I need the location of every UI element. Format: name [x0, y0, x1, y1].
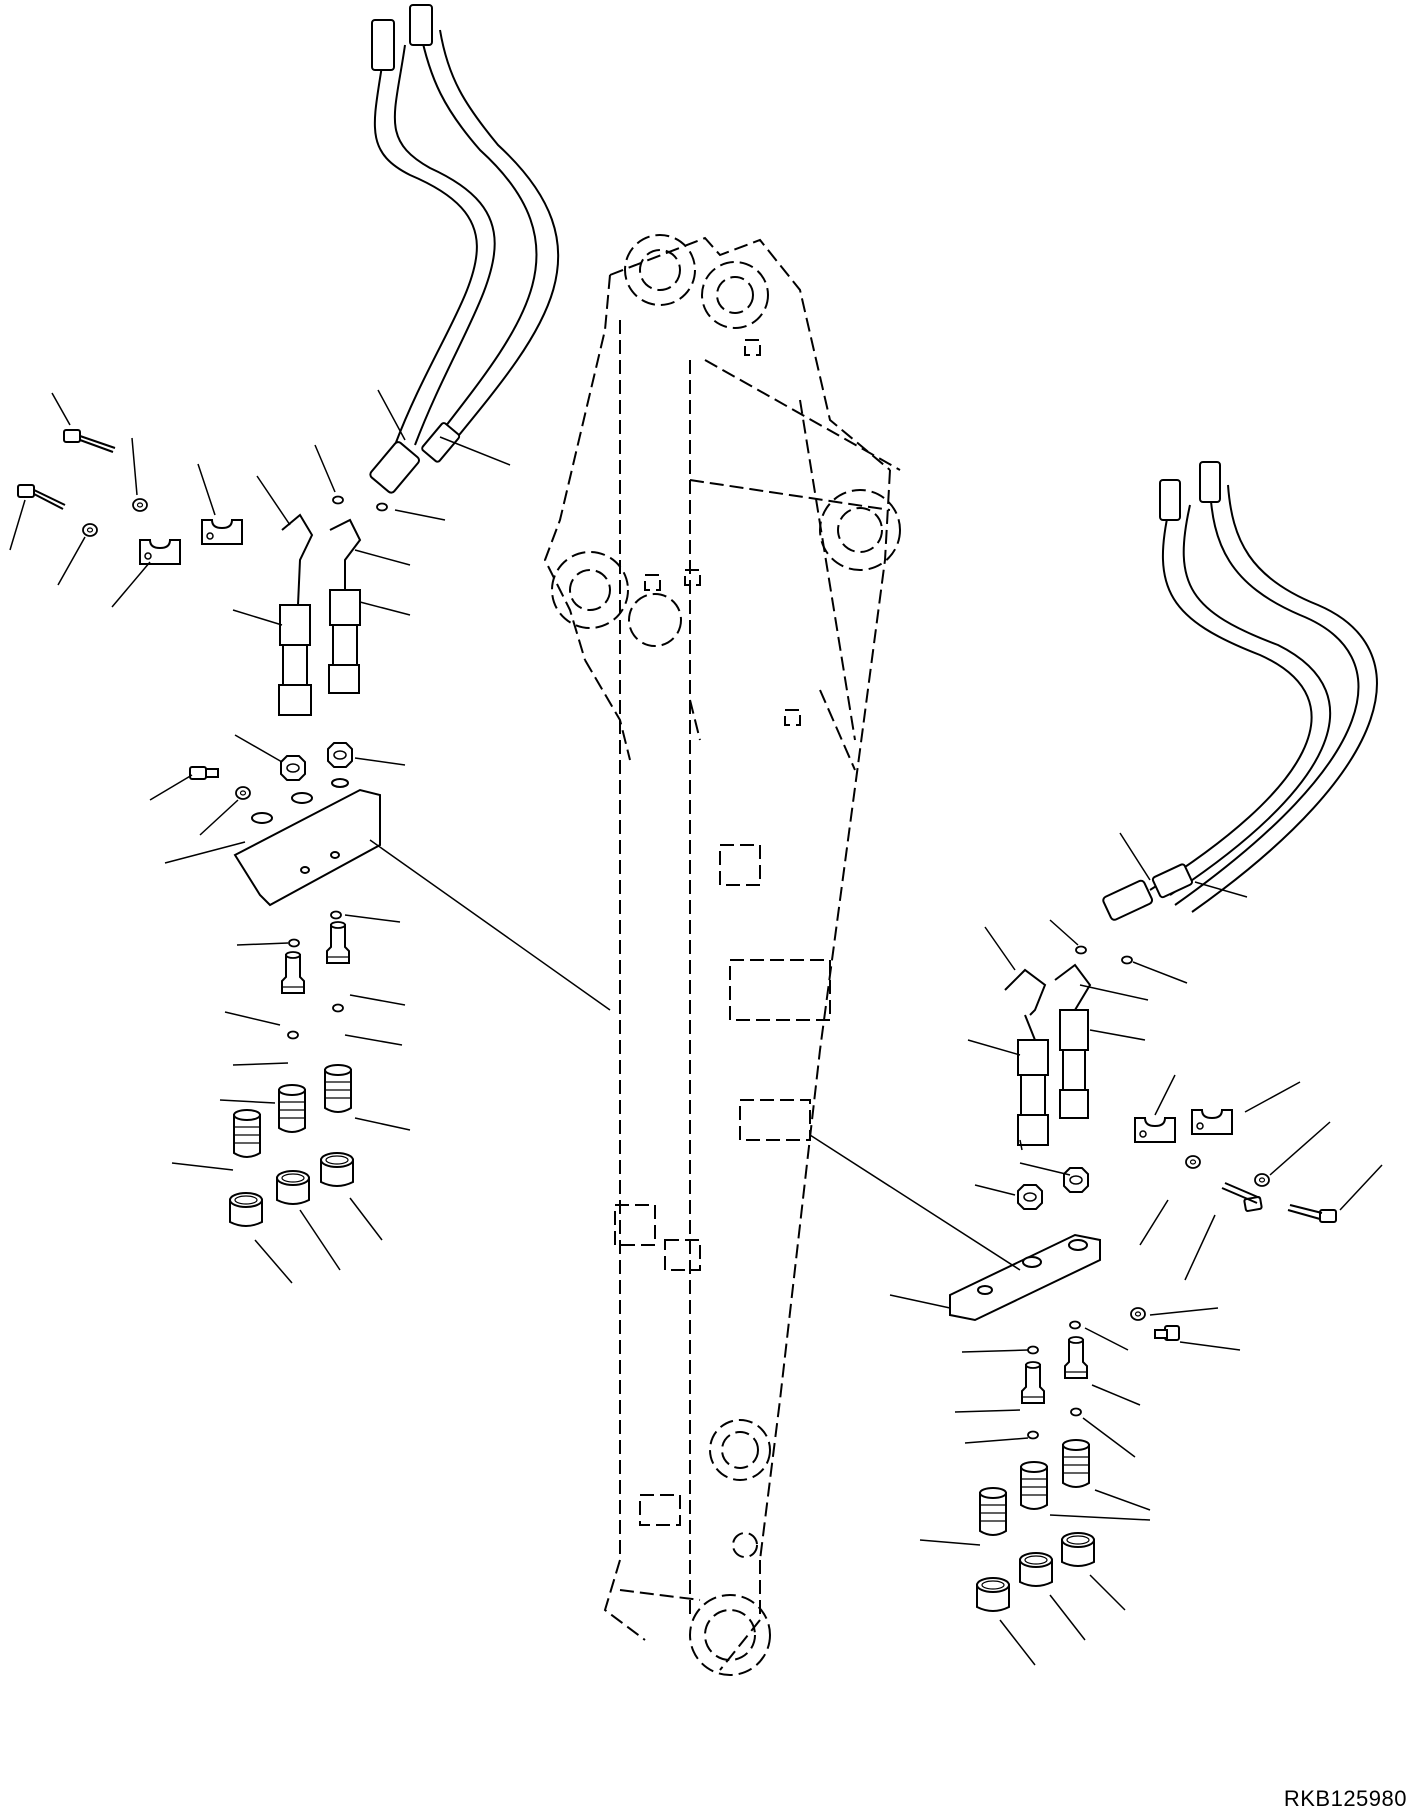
right-leader-lines: [809, 832, 1383, 1666]
arm-phantom-outline: [543, 234, 901, 1676]
right-elbow-hose: [1004, 963, 1092, 1146]
left-plate-bolt: [189, 766, 219, 780]
right-hose-pair: [1149, 484, 1378, 913]
left-hose-assembly: [9, 4, 611, 1284]
right-hose-end-fittings: [1102, 863, 1193, 921]
left-bracket-plate: [233, 778, 381, 907]
left-hose-pair: [373, 29, 560, 446]
right-hose-assembly: [809, 461, 1383, 1666]
right-plate-bolt: [1154, 1325, 1180, 1341]
left-hose-end-fittings: [369, 422, 461, 494]
right-bracket-plate: [949, 1233, 1101, 1322]
drawing-reference-code: RKB125980: [1283, 1786, 1407, 1811]
left-clamp-bolts: [17, 429, 116, 510]
right-clamp-bolts: [1221, 1182, 1337, 1223]
left-hose-top-fittings: [371, 4, 433, 71]
left-leader-lines: [9, 389, 611, 1284]
right-hose-top-fittings: [1159, 461, 1221, 521]
left-elbow-hose: [278, 513, 362, 716]
